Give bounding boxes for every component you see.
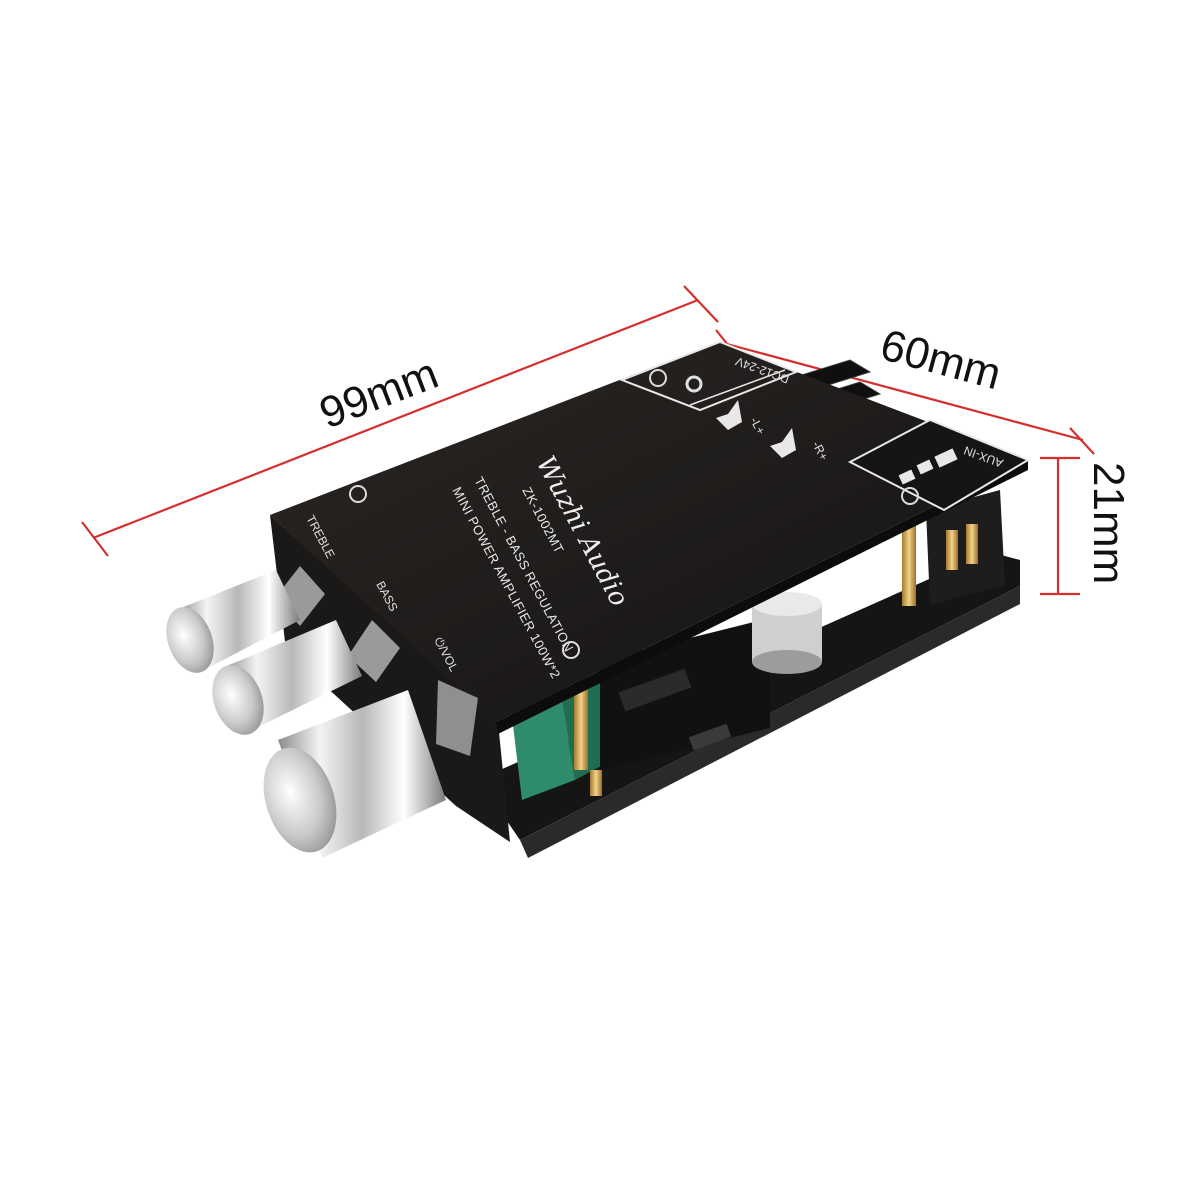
knob-volume	[263, 680, 478, 858]
width-label: 60mm	[875, 320, 1006, 399]
aux-jack	[926, 490, 1005, 605]
dimension-lines	[81, 285, 1095, 596]
dc-jack-icon	[685, 375, 703, 393]
amplifier-board: Wuzhi Audio ZK-1002MT TREBLE - BASS REGU…	[270, 340, 1031, 858]
speaker-left-icon	[716, 400, 742, 430]
top-plate	[270, 342, 1028, 722]
height-label: 21mm	[1084, 462, 1133, 584]
knob-bass	[212, 620, 400, 735]
mount-hole-icon	[649, 369, 667, 387]
standoff-left	[574, 680, 588, 770]
aux-plug-icon	[898, 448, 958, 485]
standoff-right	[902, 520, 916, 606]
mount-hole-icon-3	[349, 485, 367, 503]
capacitor	[752, 592, 822, 674]
knob-treble	[166, 566, 325, 673]
mount-hole-icon-4	[562, 641, 580, 659]
speaker-right-icon	[770, 428, 796, 458]
mount-hole-icon-2	[901, 487, 919, 505]
power-panel	[619, 340, 799, 412]
front-panel	[270, 515, 510, 842]
